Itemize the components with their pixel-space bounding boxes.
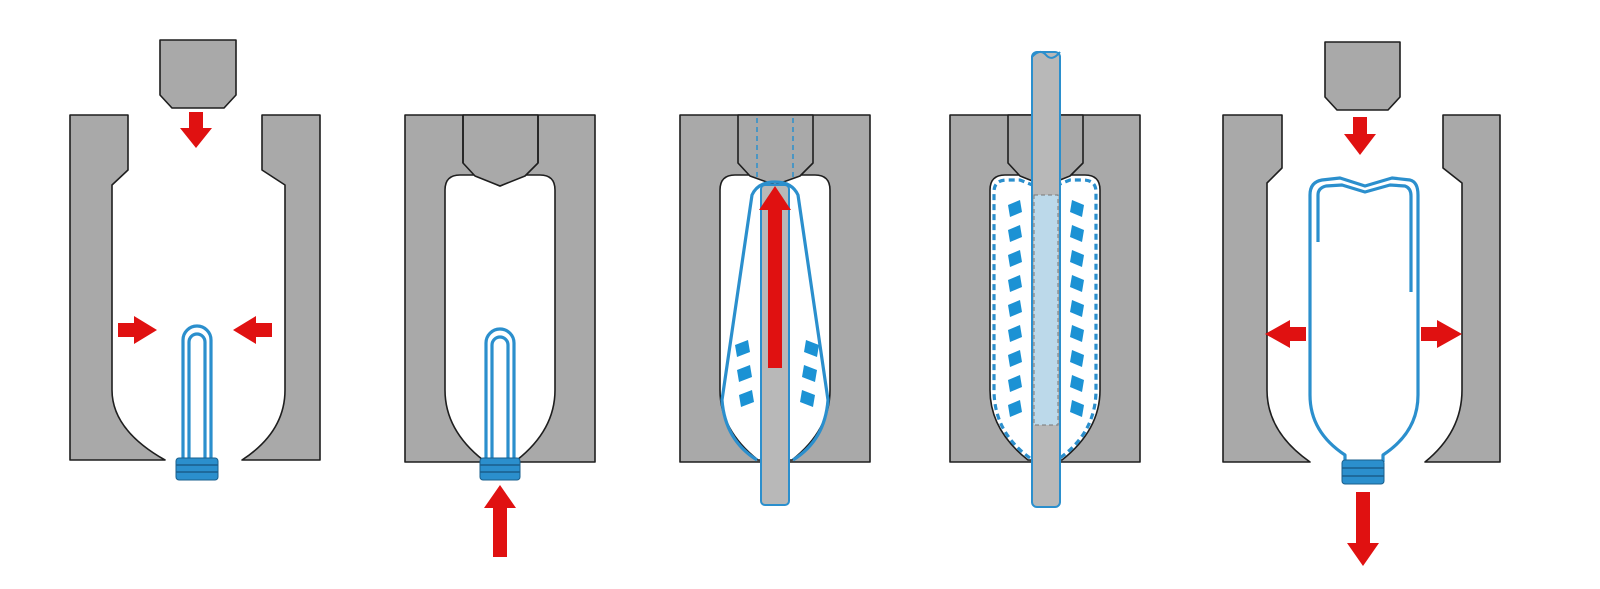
mold-half-left xyxy=(1222,114,1311,463)
motion-arrow-icon xyxy=(118,316,157,344)
base-plug xyxy=(462,114,539,187)
motion-arrow-icon xyxy=(759,186,791,368)
preform-icon xyxy=(175,324,219,481)
base-plug xyxy=(737,114,814,186)
motion-arrow-icon xyxy=(233,316,272,344)
motion-arrow-icon xyxy=(1421,320,1462,348)
base-plug-top xyxy=(1324,41,1401,111)
stage-2-mold-closed xyxy=(404,114,596,557)
air-jets xyxy=(735,340,819,407)
stage-4-blowing xyxy=(949,51,1141,508)
air-jets xyxy=(1008,200,1084,417)
bottle-icon xyxy=(1308,176,1420,485)
motion-arrow-icon xyxy=(1265,320,1306,348)
stretched-preform xyxy=(720,180,830,462)
motion-arrow-icon xyxy=(484,485,516,557)
stage-5-ejection xyxy=(1222,41,1501,566)
mold-half-left xyxy=(69,114,166,461)
stage-1-mold-closing xyxy=(69,39,321,481)
stage-3-stretching xyxy=(679,114,871,506)
motion-arrow-icon xyxy=(180,112,212,148)
motion-arrow-icon xyxy=(1347,492,1379,566)
mold-half-right xyxy=(1424,114,1501,463)
mold-half-right xyxy=(241,114,321,461)
base-plug-top xyxy=(159,39,237,109)
preform-icon xyxy=(479,327,521,481)
motion-arrow-icon xyxy=(1344,117,1376,155)
